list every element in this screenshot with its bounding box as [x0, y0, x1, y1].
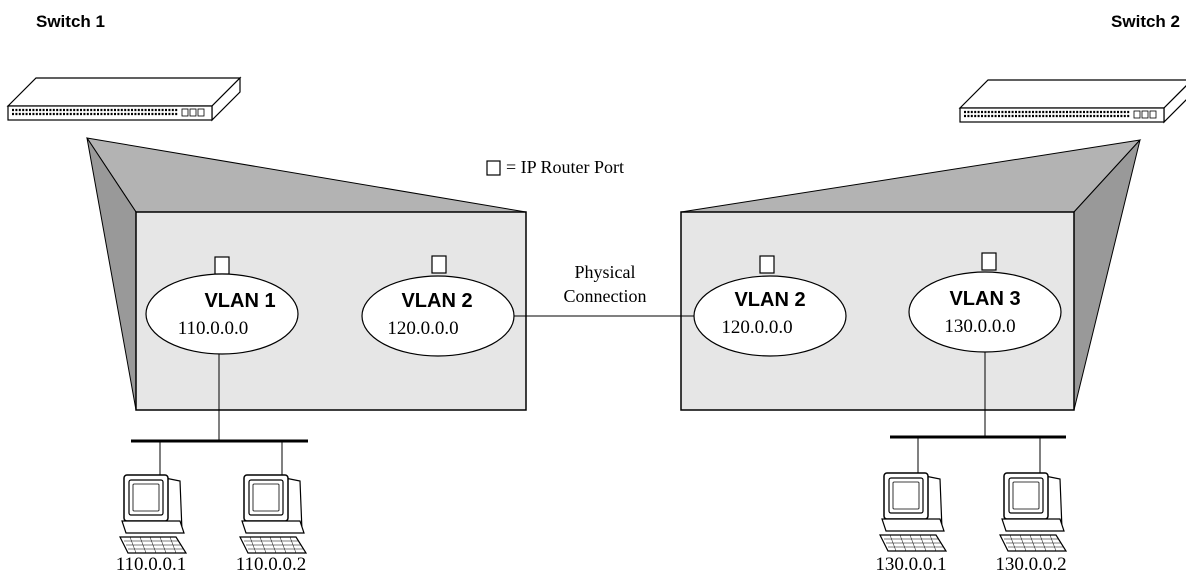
switch2-device-icon — [958, 78, 1186, 124]
host-ip-label: 110.0.0.2 — [236, 554, 307, 575]
legend-label: = IP Router Port — [506, 157, 624, 177]
connection-label-line2: Connection — [564, 286, 647, 306]
computer-icon — [119, 474, 187, 554]
vlan2-ellipse-switch1 — [361, 275, 515, 357]
router-port-icon — [431, 255, 447, 274]
vlan3-subnet: 130.0.0.0 — [944, 316, 1015, 337]
switch2-title: Switch 2 — [1111, 12, 1180, 31]
computer-icon — [879, 472, 947, 552]
switch1-projection-top — [85, 137, 527, 213]
computer-icon — [999, 472, 1067, 552]
host-ip-label: 130.0.0.1 — [875, 554, 946, 575]
vlan2-subnet-switch1: 120.0.0.0 — [387, 318, 458, 339]
connection-label-line1: Physical — [575, 262, 636, 282]
computer-icon — [239, 474, 307, 554]
vlan3-ellipse — [908, 271, 1062, 353]
vlan1-ellipse — [145, 273, 299, 355]
vlan2-subnet-switch2: 120.0.0.0 — [721, 317, 792, 338]
vlan1-subnet: 110.0.0.0 — [178, 318, 249, 339]
router-port-icon — [214, 256, 230, 275]
vlan2-ellipse-switch2 — [693, 275, 847, 357]
vlan1-name: VLAN 1 — [204, 290, 275, 312]
switch1-title: Switch 1 — [36, 12, 105, 31]
host-ip-label: 130.0.0.2 — [995, 554, 1066, 575]
router-port-icon — [759, 255, 775, 274]
router-port-legend-icon — [486, 160, 501, 176]
host-ip-label: 110.0.0.1 — [116, 554, 187, 575]
vlan2-name-switch2: VLAN 2 — [734, 289, 805, 311]
vlan2-name-switch1: VLAN 2 — [401, 290, 472, 312]
switch2-projection-top — [680, 139, 1142, 213]
router-port-icon — [981, 252, 997, 271]
vlan3-name: VLAN 3 — [949, 288, 1020, 310]
switch1-device-icon — [6, 76, 242, 122]
